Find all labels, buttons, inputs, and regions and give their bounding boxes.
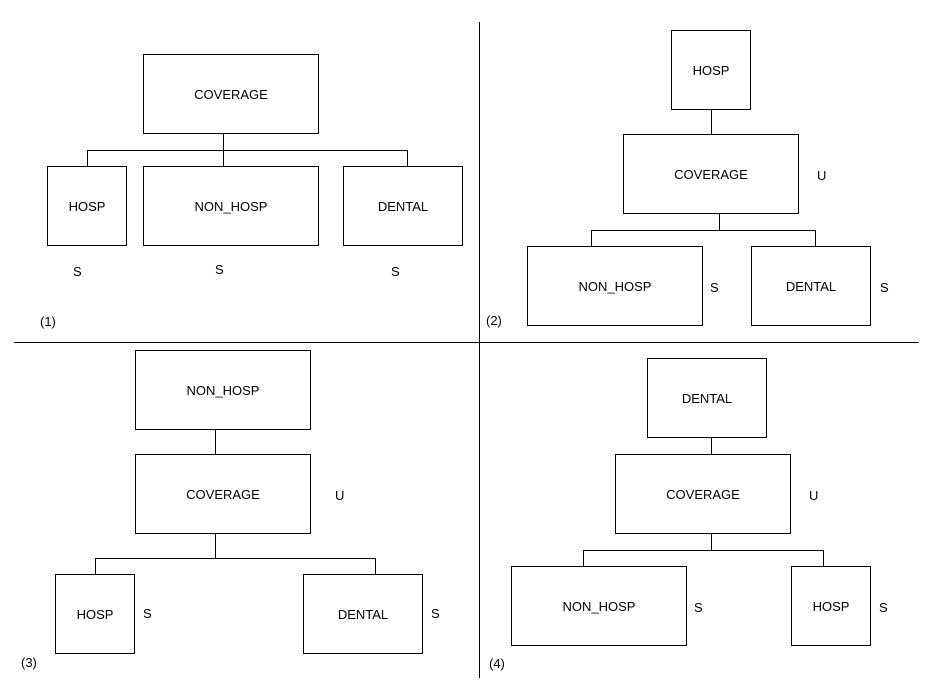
non-hosp-mark: S xyxy=(710,280,719,295)
connector xyxy=(95,558,96,574)
dental-mark: S xyxy=(431,606,440,621)
node-label: HOSP xyxy=(692,62,730,78)
panel-number: (2) xyxy=(486,313,502,328)
connector xyxy=(823,550,824,566)
connector xyxy=(711,110,712,134)
connector xyxy=(407,150,408,166)
node-label: HOSP xyxy=(812,598,850,614)
vertical-divider xyxy=(479,22,480,678)
coverage-node: COVERAGE xyxy=(143,54,319,134)
connector xyxy=(815,230,816,246)
coverage-mark: U xyxy=(335,488,345,503)
node-label: COVERAGE xyxy=(194,86,268,102)
panel-number: (3) xyxy=(21,655,37,670)
connector xyxy=(591,230,816,231)
connector xyxy=(87,150,408,151)
node-label: NON_HOSP xyxy=(186,382,260,398)
connector xyxy=(591,230,592,246)
hosp-mark: S xyxy=(879,600,888,615)
node-label: DENTAL xyxy=(785,278,837,294)
dental-node: DENTAL xyxy=(303,574,423,654)
dental-mark: S xyxy=(880,280,889,295)
panel-number: (1) xyxy=(40,314,56,329)
hosp-mark: S xyxy=(73,264,82,279)
node-label: COVERAGE xyxy=(666,486,740,502)
connector xyxy=(215,430,216,454)
node-label: COVERAGE xyxy=(186,486,260,502)
dental-node: DENTAL xyxy=(751,246,871,326)
non-hosp-mark: S xyxy=(694,600,703,615)
node-label: NON_HOSP xyxy=(578,278,652,294)
coverage-mark: U xyxy=(817,168,827,183)
connector xyxy=(87,150,88,166)
node-label: DENTAL xyxy=(337,606,389,622)
coverage-node: COVERAGE xyxy=(135,454,311,534)
connector xyxy=(583,550,584,566)
connector xyxy=(223,134,224,150)
non-hosp-node: NON_HOSP xyxy=(143,166,319,246)
hosp-node: HOSP xyxy=(47,166,127,246)
connector xyxy=(215,534,216,558)
node-label: HOSP xyxy=(68,198,106,214)
non-hosp-node: NON_HOSP xyxy=(511,566,687,646)
hosp-node: HOSP xyxy=(791,566,871,646)
hosp-mark: S xyxy=(143,606,152,621)
hosp-node: HOSP xyxy=(55,574,135,654)
non-hosp-node: NON_HOSP xyxy=(527,246,703,326)
coverage-node: COVERAGE xyxy=(615,454,791,534)
node-label: NON_HOSP xyxy=(562,598,636,614)
coverage-node: COVERAGE xyxy=(623,134,799,214)
connector xyxy=(711,534,712,550)
non-hosp-node: NON_HOSP xyxy=(135,350,311,430)
non-hosp-mark: S xyxy=(215,262,224,277)
connector xyxy=(711,438,712,454)
node-label: DENTAL xyxy=(377,198,429,214)
node-label: HOSP xyxy=(76,606,114,622)
horizontal-divider xyxy=(14,342,919,343)
connector xyxy=(95,558,376,559)
panel-number: (4) xyxy=(489,656,505,671)
hosp-node: HOSP xyxy=(671,30,751,110)
dental-node: DENTAL xyxy=(647,358,767,438)
connector xyxy=(719,214,720,230)
node-label: COVERAGE xyxy=(674,166,748,182)
node-label: NON_HOSP xyxy=(194,198,268,214)
connector xyxy=(375,558,376,574)
connector xyxy=(223,150,224,166)
coverage-mark: U xyxy=(809,488,819,503)
node-label: DENTAL xyxy=(681,390,733,406)
dental-node: DENTAL xyxy=(343,166,463,246)
connector xyxy=(583,550,824,551)
dental-mark: S xyxy=(391,264,400,279)
